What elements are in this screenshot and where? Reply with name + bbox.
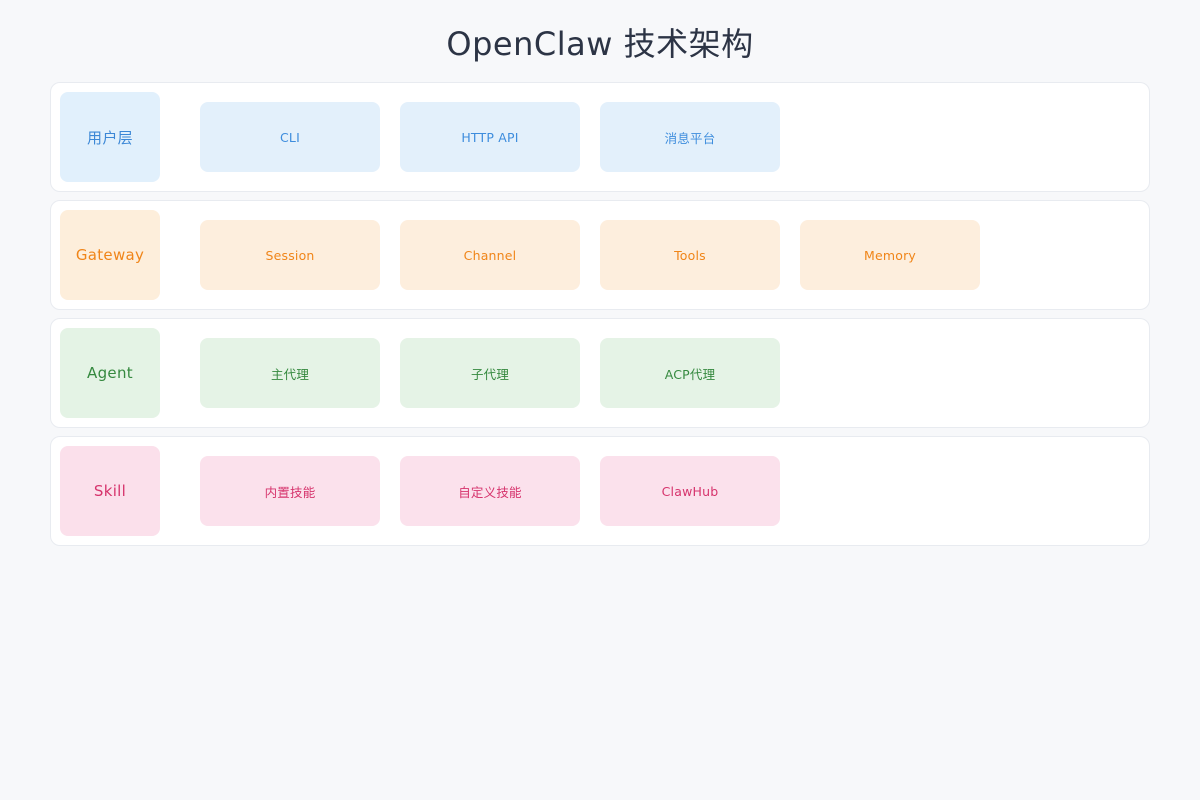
layer-row-agent: Agent 主代理 子代理 ACP代理 <box>50 318 1150 428</box>
layer-items-gateway: Session Channel Tools Memory <box>200 220 980 290</box>
layer-item-custom-skill[interactable]: 自定义技能 <box>400 456 580 526</box>
layer-label-skill: Skill <box>60 446 160 536</box>
layer-label-agent: Agent <box>60 328 160 418</box>
layer-item-main-agent[interactable]: 主代理 <box>200 338 380 408</box>
layer-items-skill: 内置技能 自定义技能 ClawHub <box>200 456 780 526</box>
layer-item-tools[interactable]: Tools <box>600 220 780 290</box>
architecture-layer-list: 用户层 CLI HTTP API 消息平台 Gateway Session Ch… <box>0 82 1200 546</box>
layer-row-gateway: Gateway Session Channel Tools Memory <box>50 200 1150 310</box>
layer-item-acp-agent[interactable]: ACP代理 <box>600 338 780 408</box>
layer-item-builtin-skill[interactable]: 内置技能 <box>200 456 380 526</box>
layer-label-user: 用户层 <box>60 92 160 182</box>
layer-item-sub-agent[interactable]: 子代理 <box>400 338 580 408</box>
layer-item-session[interactable]: Session <box>200 220 380 290</box>
layer-items-agent: 主代理 子代理 ACP代理 <box>200 338 780 408</box>
layer-item-memory[interactable]: Memory <box>800 220 980 290</box>
layer-item-channel[interactable]: Channel <box>400 220 580 290</box>
layer-row-skill: Skill 内置技能 自定义技能 ClawHub <box>50 436 1150 546</box>
layer-item-clawhub[interactable]: ClawHub <box>600 456 780 526</box>
layer-items-user: CLI HTTP API 消息平台 <box>200 102 780 172</box>
layer-row-user: 用户层 CLI HTTP API 消息平台 <box>50 82 1150 192</box>
layer-item-message-platform[interactable]: 消息平台 <box>600 102 780 172</box>
layer-item-http-api[interactable]: HTTP API <box>400 102 580 172</box>
layer-label-gateway: Gateway <box>60 210 160 300</box>
page-title: OpenClaw 技术架构 <box>446 25 754 63</box>
layer-item-cli[interactable]: CLI <box>200 102 380 172</box>
